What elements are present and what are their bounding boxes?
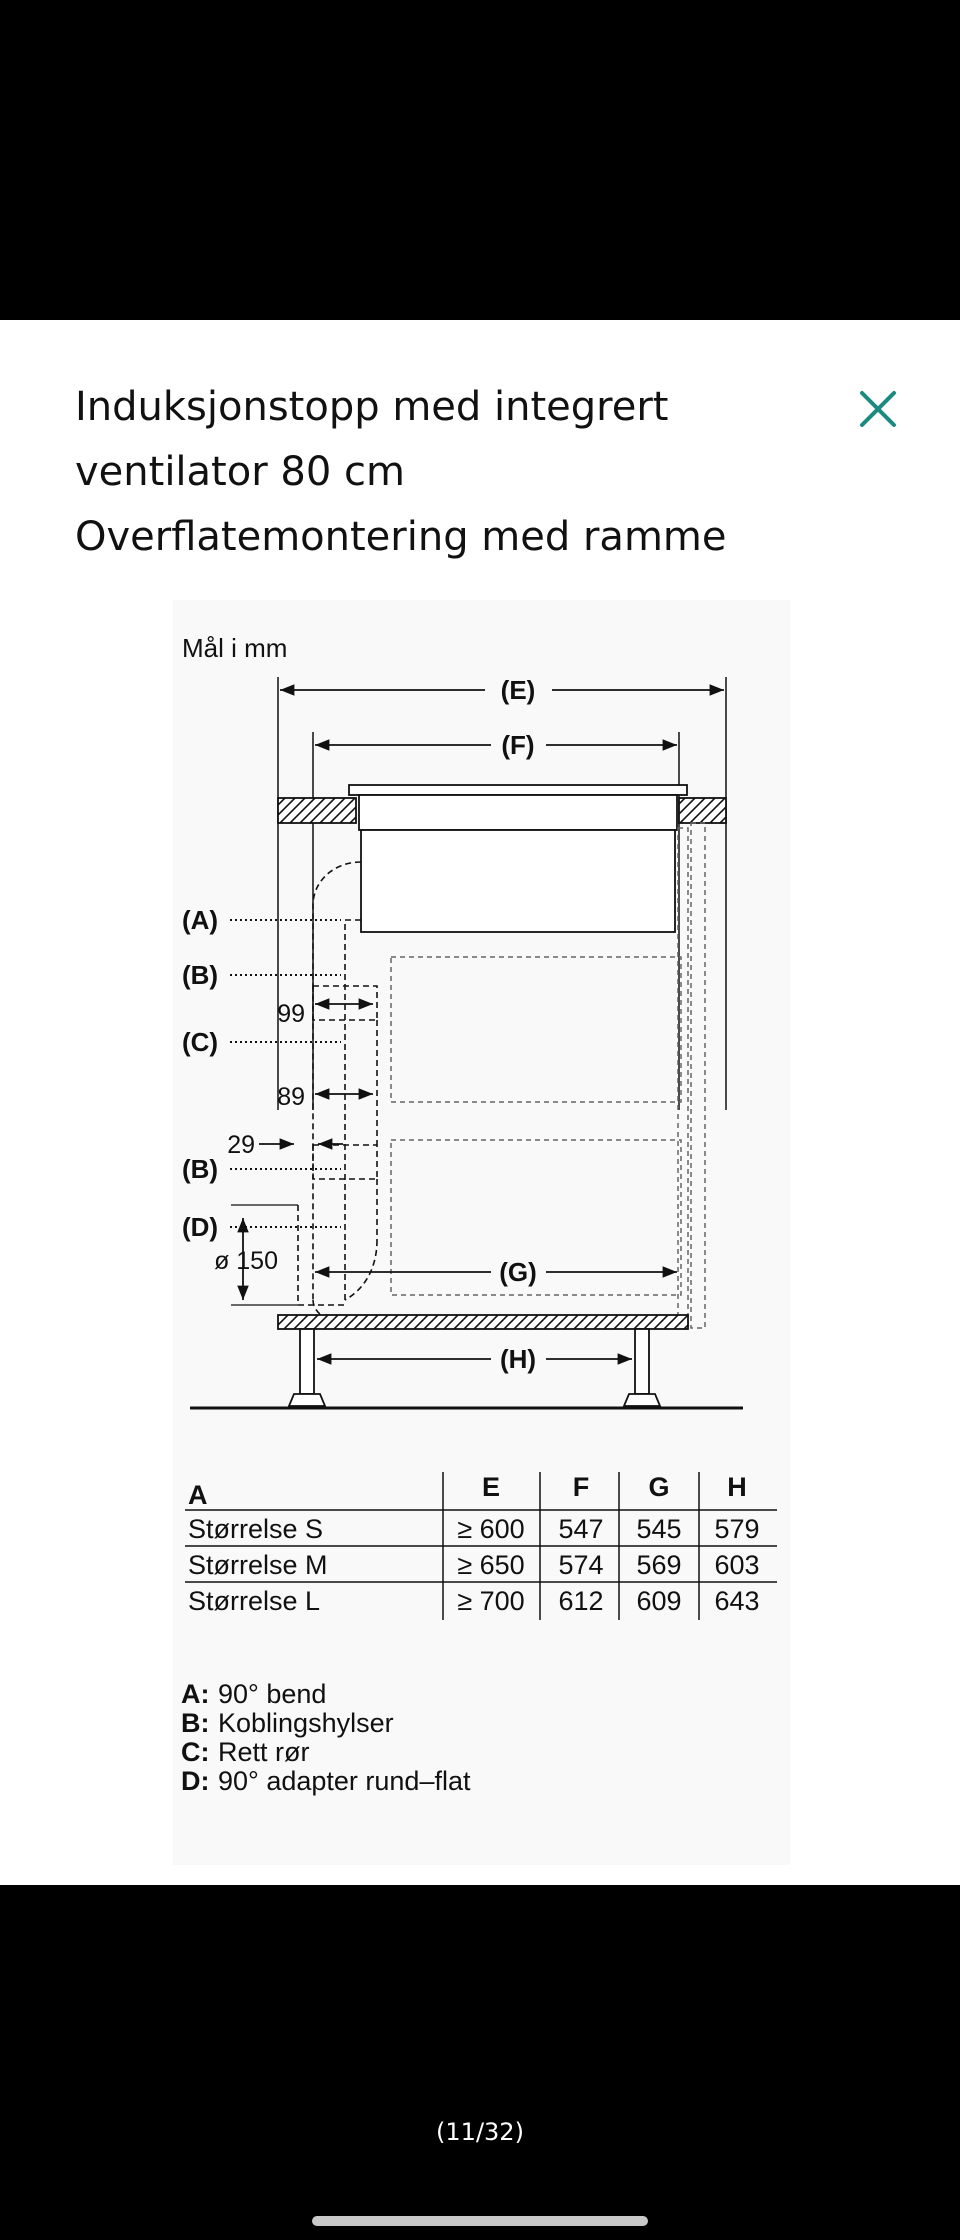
svg-text:643: 643: [714, 1586, 759, 1616]
dim-label-h: (H): [500, 1344, 536, 1374]
measure-99: 99: [277, 1000, 305, 1028]
part-callouts: (A) (B) (C) (B) (D): [182, 905, 341, 1242]
part-label-d: (D): [182, 1212, 218, 1242]
base-plate: [277, 1314, 689, 1330]
title-line-3: Overflatemontering med ramme: [75, 514, 727, 560]
svg-text:574: 574: [558, 1550, 603, 1580]
measure-89: 89: [277, 1083, 305, 1111]
modal-sheet: Induksjonstopp med integrert ventilator …: [0, 320, 960, 1885]
svg-text:C:: C:: [181, 1737, 210, 1767]
svg-text:Størrelse S: Størrelse S: [188, 1514, 323, 1544]
title-line-1: Induksjonstopp med integrert: [75, 384, 669, 430]
measure-150: ø 150: [214, 1247, 278, 1275]
table-header-g: G: [648, 1472, 669, 1502]
table-row: Størrelse L ≥ 700 612 609 643: [188, 1586, 760, 1616]
table-header-h: H: [727, 1472, 747, 1502]
dimension-table: A E F G H Størrelse S ≥ 600 547 545 579: [185, 1472, 777, 1620]
svg-text:≥ 700: ≥ 700: [457, 1586, 524, 1616]
table-row: Størrelse S ≥ 600 547 545 579: [188, 1514, 760, 1544]
svg-text:90° bend: 90° bend: [218, 1679, 326, 1709]
installation-drawing: Mål i mm (E) (F): [173, 600, 790, 1865]
dimension-g: (G): [315, 1257, 677, 1287]
svg-text:A:: A:: [181, 1679, 210, 1709]
dimension-e: (E): [277, 675, 727, 1110]
dim-label-e: (E): [501, 675, 536, 705]
measurement-marks: 99 89 29 ø 150: [214, 998, 373, 1306]
svg-text:Størrelse L: Størrelse L: [188, 1586, 320, 1616]
part-label-b-upper: (B): [182, 960, 218, 990]
legend-item: A: 90° bend: [181, 1679, 326, 1709]
svg-text:612: 612: [558, 1586, 603, 1616]
legend-item: B: Koblingshylser: [181, 1708, 394, 1738]
svg-text:545: 545: [636, 1514, 681, 1544]
svg-text:569: 569: [636, 1550, 681, 1580]
dimension-h: (H): [317, 1344, 632, 1374]
close-icon: [860, 391, 896, 427]
svg-text:Rett rør: Rett rør: [218, 1737, 310, 1767]
title-line-2: ventilator 80 cm: [75, 449, 405, 495]
home-indicator[interactable]: [312, 2216, 648, 2226]
image-counter: (11/32): [436, 2118, 524, 2146]
svg-text:609: 609: [636, 1586, 681, 1616]
table-header-f: F: [573, 1472, 590, 1502]
unit-label: Mål i mm: [182, 633, 287, 663]
table-row: Størrelse M ≥ 650 574 569 603: [188, 1550, 760, 1580]
svg-text:≥ 650: ≥ 650: [457, 1550, 524, 1580]
page-title: Induksjonstopp med integrert ventilator …: [75, 375, 835, 570]
svg-text:Koblingshylser: Koblingshylser: [218, 1708, 394, 1738]
svg-text:603: 603: [714, 1550, 759, 1580]
svg-text:B:: B:: [181, 1708, 210, 1738]
table-header-e: E: [482, 1472, 500, 1502]
legend-item: C: Rett rør: [181, 1737, 310, 1767]
table-header-a: A: [188, 1480, 208, 1510]
measure-29: 29: [227, 1131, 255, 1159]
close-button[interactable]: [852, 383, 904, 435]
svg-text:≥ 600: ≥ 600: [457, 1514, 524, 1544]
part-label-a: (A): [182, 905, 218, 935]
cooktop-unit: [348, 784, 688, 933]
svg-text:547: 547: [558, 1514, 603, 1544]
svg-text:Størrelse M: Størrelse M: [188, 1550, 328, 1580]
plinth-feet: [287, 1328, 662, 1407]
duct-path: [297, 861, 678, 1323]
svg-text:90° adapter rund–flat: 90° adapter rund–flat: [218, 1766, 471, 1796]
part-label-b-lower: (B): [182, 1154, 218, 1184]
svg-text:D:: D:: [181, 1766, 210, 1796]
dim-label-g: (G): [499, 1257, 537, 1287]
dim-label-f: (F): [501, 730, 534, 760]
legend-item: D: 90° adapter rund–flat: [181, 1766, 471, 1796]
legend: A: 90° bend B: Koblingshylser C: Rett rø…: [181, 1679, 471, 1796]
part-label-c: (C): [182, 1027, 218, 1057]
installation-diagram: Mål i mm (E) (F): [181, 633, 777, 1796]
svg-text:579: 579: [714, 1514, 759, 1544]
